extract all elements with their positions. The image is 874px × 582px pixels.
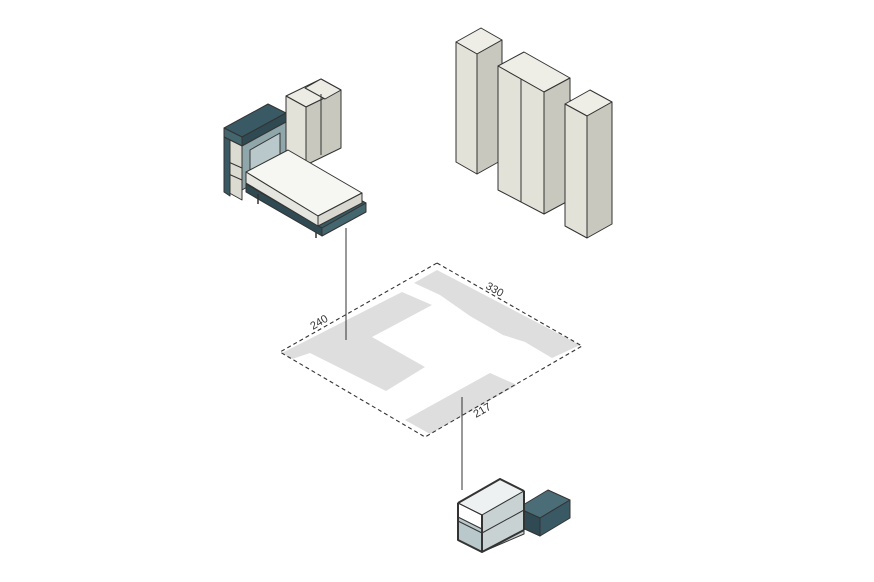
depth-label: 240 [308,313,330,333]
bed-footprint [282,292,432,391]
wardrobe-footprint [414,270,580,358]
furniture-footprints [282,270,580,434]
wardrobe-illustration [455,27,613,239]
desk-footprint [405,373,517,434]
room-outline [278,262,584,438]
bed-unit-illustration [223,78,367,238]
floor-plan: 240 330 217 [278,262,584,438]
desk-illustration [457,478,571,553]
